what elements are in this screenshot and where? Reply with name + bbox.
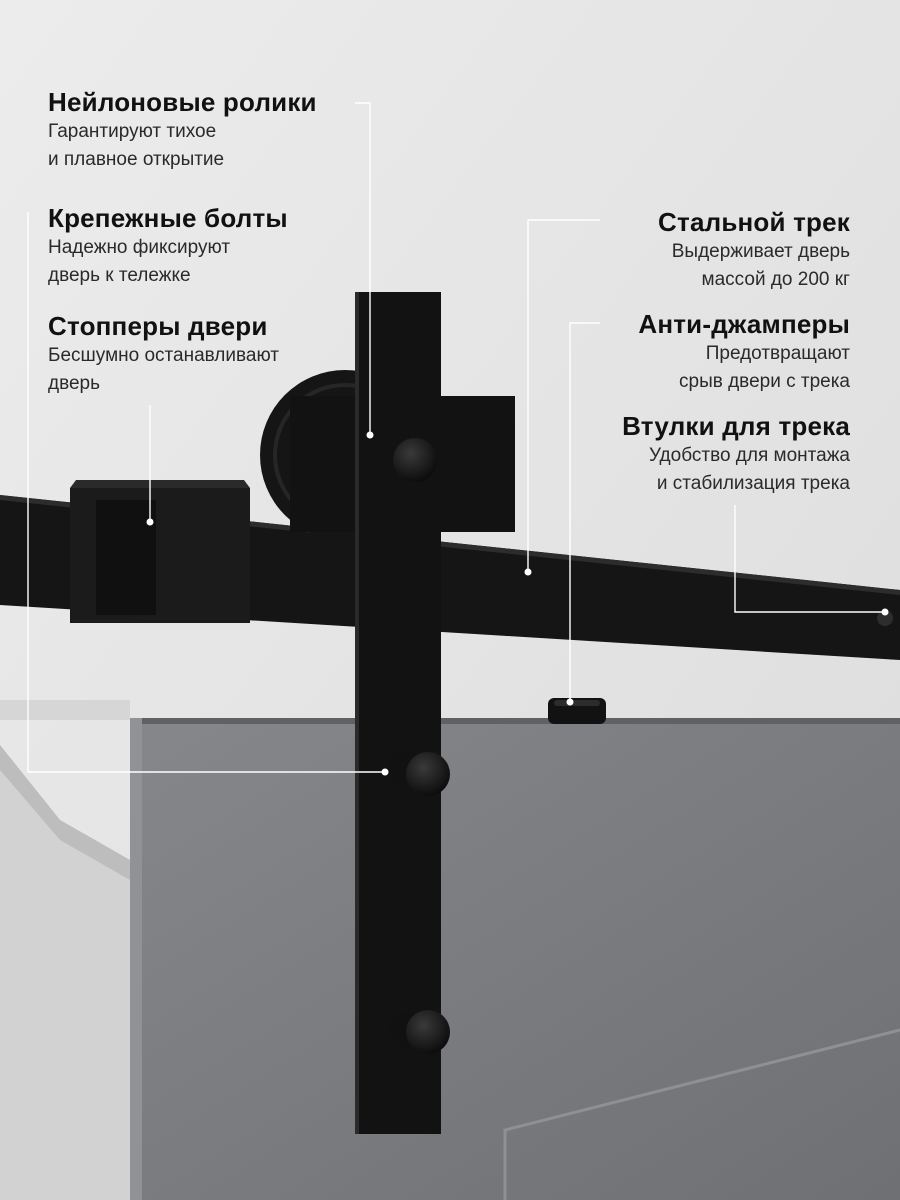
feature-stoppers-title: Стопперы двери (48, 311, 268, 341)
door-left-bevel (130, 718, 142, 1200)
anti-jumper-top (554, 700, 600, 706)
feature-antijump-desc-1: Предотвращают (705, 343, 850, 364)
door-stopper-top (70, 480, 250, 488)
mounting-bolt-upper (388, 752, 450, 796)
feature-antijump-desc-2: срыв двери с трека (679, 371, 850, 392)
leader-lines (27, 102, 885, 773)
feature-stoppers-desc-2: дверь (48, 373, 100, 394)
feature-bushings-desc-2: и стабилизация трека (656, 473, 850, 494)
leader-bolts (27, 212, 385, 773)
feature-track-desc-1: Выдерживает дверь (671, 241, 850, 262)
leader-bushings (734, 505, 885, 613)
feature-bushings: Втулки для трека Удобство для монтажа и … (622, 410, 850, 498)
feature-stoppers-desc-1: Бесшумно останавливают (48, 345, 279, 366)
mounting-bolt-lower (388, 1010, 450, 1054)
left-frame-edge (0, 700, 130, 720)
axle-cap (393, 438, 437, 482)
leader-rollers (355, 102, 371, 435)
door-inner-molding (503, 1028, 900, 1200)
left-door-frame (0, 700, 130, 1200)
hanger-strap-edge (355, 292, 359, 1134)
feature-rollers: Нейлоновые ролики Гарантируют тихое и пл… (48, 86, 317, 174)
leader-track (527, 219, 600, 572)
feature-bushings-title: Втулки для трека (622, 411, 850, 441)
feature-antijump-title: Анти-джамперы (638, 309, 850, 339)
feature-bolts-desc-1: Надежно фиксируют (48, 237, 231, 258)
feature-antijump: Анти-джамперы Предотвращают срыв двери с… (638, 308, 850, 396)
door-panel-top-edge (130, 718, 900, 724)
feature-stoppers: Стопперы двери Бесшумно останавливают дв… (48, 310, 279, 398)
door-panel (130, 718, 900, 1200)
track-bushing (877, 610, 893, 626)
feature-rollers-desc-1: Гарантируют тихое (48, 121, 217, 142)
left-frame-shadow (0, 745, 130, 880)
leader-antijump (569, 322, 600, 700)
feature-bushings-desc-1: Удобство для монтажа (648, 445, 850, 466)
feature-rollers-desc-2: и плавное открытие (48, 149, 225, 170)
feature-bolts-desc-2: дверь к тележке (48, 265, 191, 286)
feature-bolts-title: Крепежные болты (48, 203, 288, 233)
feature-track: Стальной трек Выдерживает дверь массой д… (658, 206, 850, 294)
feature-track-desc-2: массой до 200 кг (701, 269, 850, 290)
door-stopper-slot (96, 500, 156, 615)
feature-bolts: Крепежные болты Надежно фиксируют дверь … (48, 202, 288, 290)
feature-rollers-title: Нейлоновые ролики (48, 87, 317, 117)
leader-dots (146, 431, 889, 776)
feature-track-title: Стальной трек (658, 207, 850, 237)
